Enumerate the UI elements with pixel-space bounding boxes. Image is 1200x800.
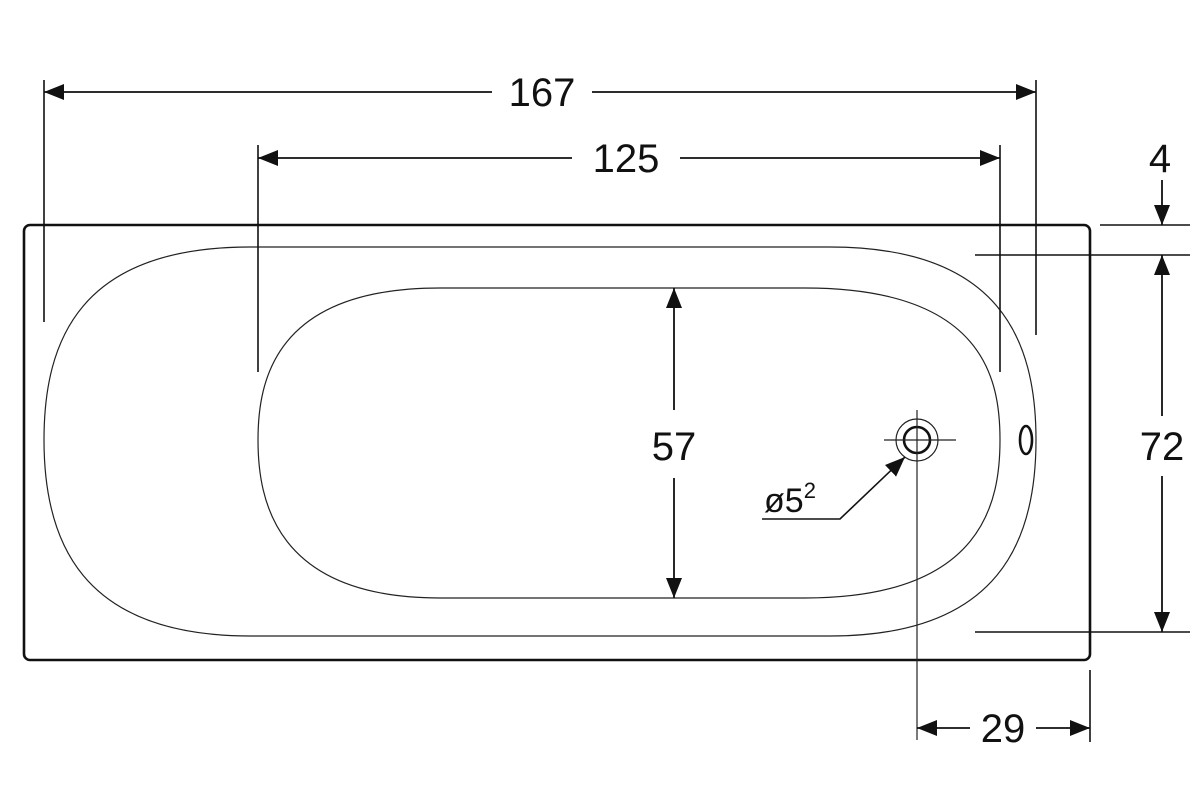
tub-basin-outer-contour bbox=[43, 246, 1037, 637]
drain bbox=[884, 410, 956, 740]
dim-label-overall-length: 167 bbox=[509, 71, 576, 115]
dim-label-rim-height: 4 bbox=[1149, 137, 1171, 181]
dim-label-inner-length: 125 bbox=[593, 137, 660, 181]
tub-outer-rim bbox=[22, 223, 1092, 662]
overflow-hole bbox=[1018, 424, 1034, 456]
tub-bottom-inner-contour bbox=[257, 287, 1001, 599]
drain-leader-line bbox=[762, 456, 906, 520]
dim-label-inner-width: 57 bbox=[652, 425, 697, 469]
drain-diameter-label: ø52 bbox=[764, 478, 816, 520]
dim-label-overall-width: 72 bbox=[1140, 425, 1185, 469]
dim-label-drain-offset: 29 bbox=[981, 707, 1026, 751]
